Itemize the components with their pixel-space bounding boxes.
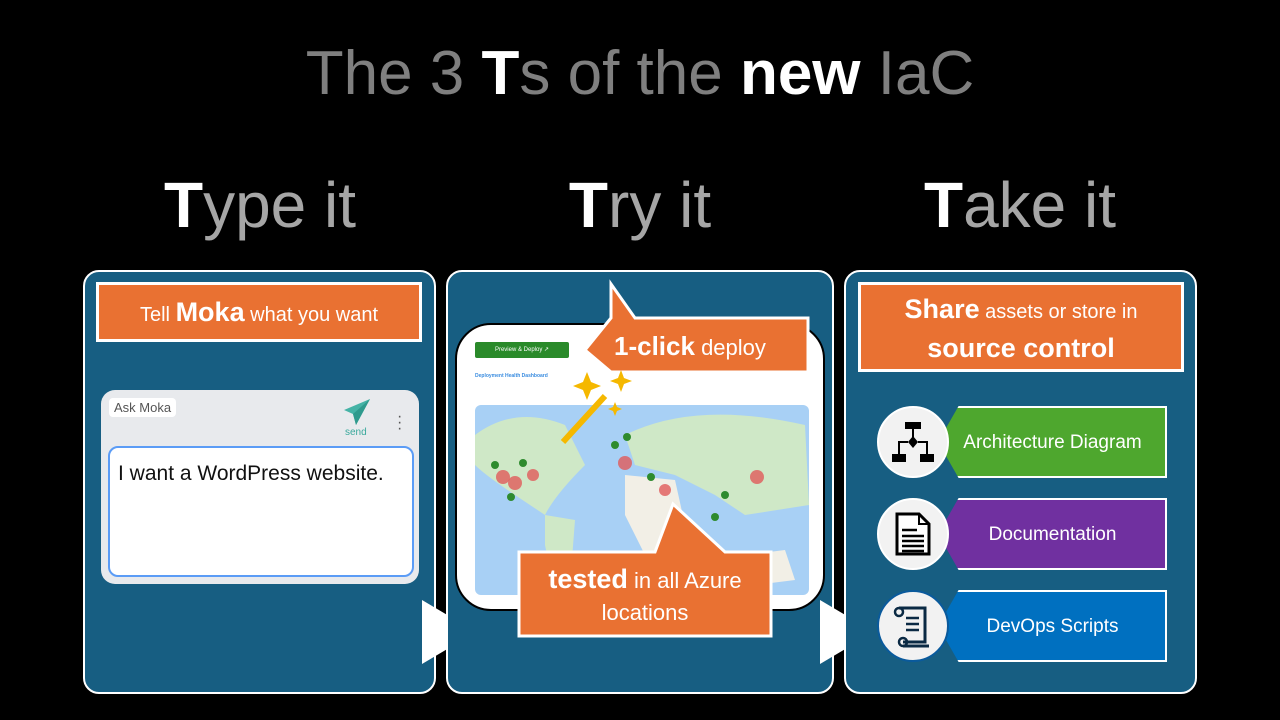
one-click-callout (582, 279, 810, 374)
documentation-item[interactable]: Documentation (938, 498, 1167, 570)
devops-scripts-item[interactable]: DevOps Scripts (938, 590, 1167, 662)
prompt-input[interactable]: I want a WordPress website. (108, 446, 414, 577)
slide-title: The 3 Ts of the new IaC (305, 39, 975, 108)
region-markers (491, 433, 769, 574)
dashboard-title: Deployment Health Dashboard (475, 373, 548, 379)
send-icon[interactable] (343, 398, 371, 426)
tell-moka-banner: Tell Moka what you want (96, 282, 422, 342)
send-button[interactable]: send (345, 427, 367, 438)
document-icon (877, 498, 949, 570)
tested-callout (517, 501, 773, 638)
heading-try-it: Try it (568, 169, 712, 241)
more-options-icon[interactable]: ··· (397, 408, 403, 437)
chat-widget: Ask Moka send ··· I want a WordPress web… (101, 390, 419, 584)
architecture-diagram-item[interactable]: Architecture Diagram (938, 406, 1167, 478)
scroll-icon (877, 590, 949, 662)
one-click-label: 1-click deploy (614, 331, 766, 361)
chat-label: Ask Moka (109, 398, 177, 417)
flowchart-icon (877, 406, 949, 478)
magic-wand-icon (560, 370, 632, 445)
heading-type-it: Type it (163, 169, 357, 241)
preview-deploy-button[interactable]: Preview & Deploy ↗ (475, 342, 569, 358)
tested-label: tested in all Azure locations (548, 564, 742, 625)
heading-take-it: Take it (923, 169, 1117, 241)
